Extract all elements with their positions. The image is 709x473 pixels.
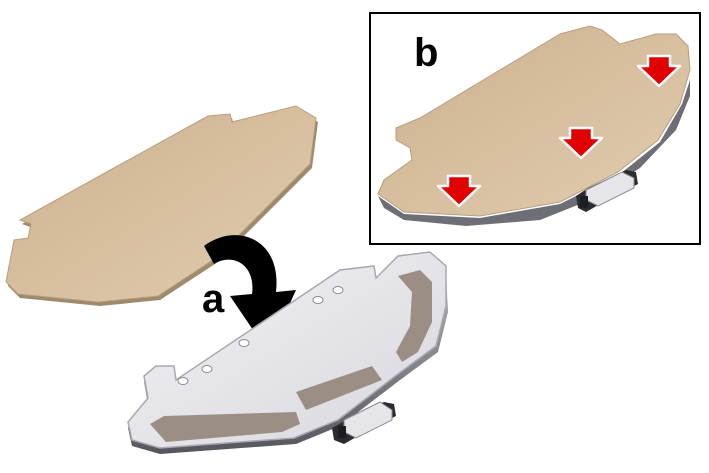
velcro-strip-left [150,412,300,442]
plate-hole [332,286,344,294]
plate-hole [177,377,189,385]
panel-b-mop-pad [377,25,691,217]
mop-plate-holder [127,251,448,454]
mop-pad [5,105,318,306]
mop-pad-top [5,105,317,303]
plate-hole [312,296,324,304]
step-label-a: a [202,277,225,321]
plate-hole [238,339,250,347]
velcro-strip-right [396,270,432,362]
step-label-b: b [414,31,438,75]
red-down-arrow-icon [436,174,482,208]
plate-clip [332,401,396,444]
panel-b: b [369,12,701,245]
press-arrows [436,54,682,208]
panel-b-clip [576,170,638,212]
plate-holes [177,286,344,385]
red-down-arrow-icon [558,126,604,160]
velcro-strip-middle [296,366,382,410]
red-down-arrow-icon [636,54,682,88]
plate-hole [201,365,213,373]
mop-plate-top [127,251,447,449]
